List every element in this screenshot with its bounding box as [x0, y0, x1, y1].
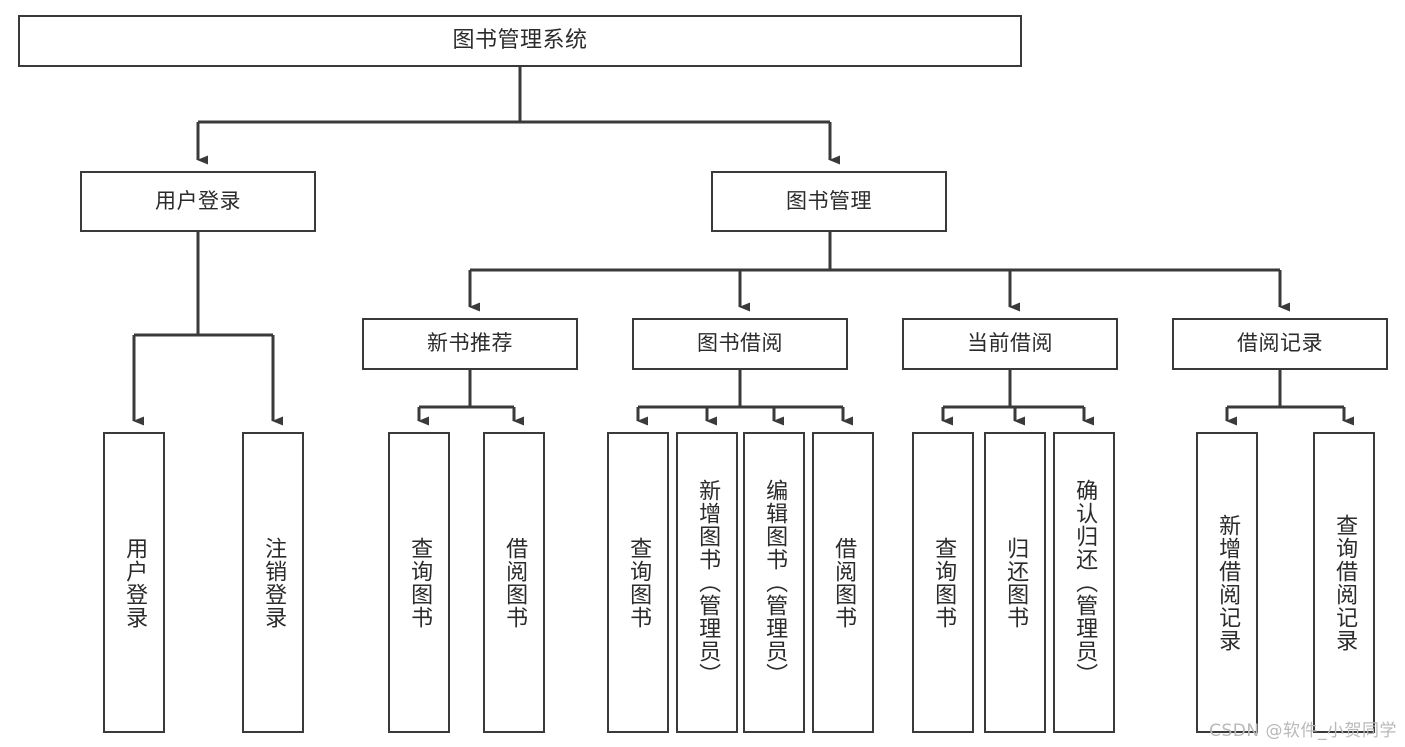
node-leaf-query-record-label: 查询借阅记录: [1332, 513, 1358, 652]
node-leaf-borrow-book-1[interactable]: 借阅图书: [483, 432, 545, 733]
node-leaf-add-book-label: 新增图书（管理员）: [695, 479, 721, 686]
node-leaf-borrow-book-2[interactable]: 借阅图书: [812, 432, 874, 733]
node-leaf-confirm-return-label: 确认归还（管理员）: [1072, 479, 1098, 686]
node-leaf-add-book[interactable]: 新增图书（管理员）: [676, 432, 738, 733]
node-leaf-query-book-2[interactable]: 查询图书: [607, 432, 669, 733]
node-leaf-borrow-book-2-label: 借阅图书: [831, 536, 857, 629]
node-book-manage-label: 图书管理: [786, 188, 872, 213]
node-leaf-query-book-1-label: 查询图书: [407, 536, 433, 629]
node-leaf-logout-label: 注销登录: [261, 536, 287, 629]
node-current-borrow[interactable]: 当前借阅: [902, 318, 1118, 370]
node-book-borrow-label: 图书借阅: [697, 331, 783, 356]
node-leaf-add-record-label: 新增借阅记录: [1215, 513, 1241, 652]
node-root-label: 图书管理系统: [452, 27, 588, 53]
node-leaf-borrow-book-1-label: 借阅图书: [502, 536, 528, 629]
node-leaf-query-book-1[interactable]: 查询图书: [388, 432, 450, 733]
node-leaf-query-book-3[interactable]: 查询图书: [912, 432, 974, 733]
node-leaf-logout[interactable]: 注销登录: [242, 432, 304, 733]
node-leaf-edit-book-label: 编辑图书（管理员）: [762, 479, 788, 686]
node-leaf-return-book[interactable]: 归还图书: [984, 432, 1046, 733]
node-leaf-edit-book[interactable]: 编辑图书（管理员）: [743, 432, 805, 733]
node-leaf-confirm-return[interactable]: 确认归还（管理员）: [1053, 432, 1115, 733]
node-leaf-query-record[interactable]: 查询借阅记录: [1313, 432, 1375, 733]
watermark: CSDN @软件_小贺同学: [1209, 721, 1397, 741]
node-current-borrow-label: 当前借阅: [967, 331, 1053, 356]
node-leaf-query-book-2-label: 查询图书: [626, 536, 652, 629]
node-leaf-user-login-label: 用户登录: [122, 536, 148, 629]
node-borrow-record[interactable]: 借阅记录: [1172, 318, 1388, 370]
node-book-borrow[interactable]: 图书借阅: [632, 318, 848, 370]
node-leaf-user-login[interactable]: 用户登录: [103, 432, 165, 733]
node-borrow-record-label: 借阅记录: [1237, 331, 1323, 356]
node-leaf-add-record[interactable]: 新增借阅记录: [1196, 432, 1258, 733]
node-user-login-label: 用户登录: [155, 188, 241, 213]
node-new-book-rec[interactable]: 新书推荐: [362, 318, 578, 370]
node-root[interactable]: 图书管理系统: [18, 15, 1022, 67]
node-book-manage[interactable]: 图书管理: [711, 171, 947, 232]
node-leaf-query-book-3-label: 查询图书: [931, 536, 957, 629]
node-user-login[interactable]: 用户登录: [80, 171, 316, 232]
node-new-book-rec-label: 新书推荐: [427, 331, 513, 356]
node-leaf-return-book-label: 归还图书: [1003, 536, 1029, 629]
